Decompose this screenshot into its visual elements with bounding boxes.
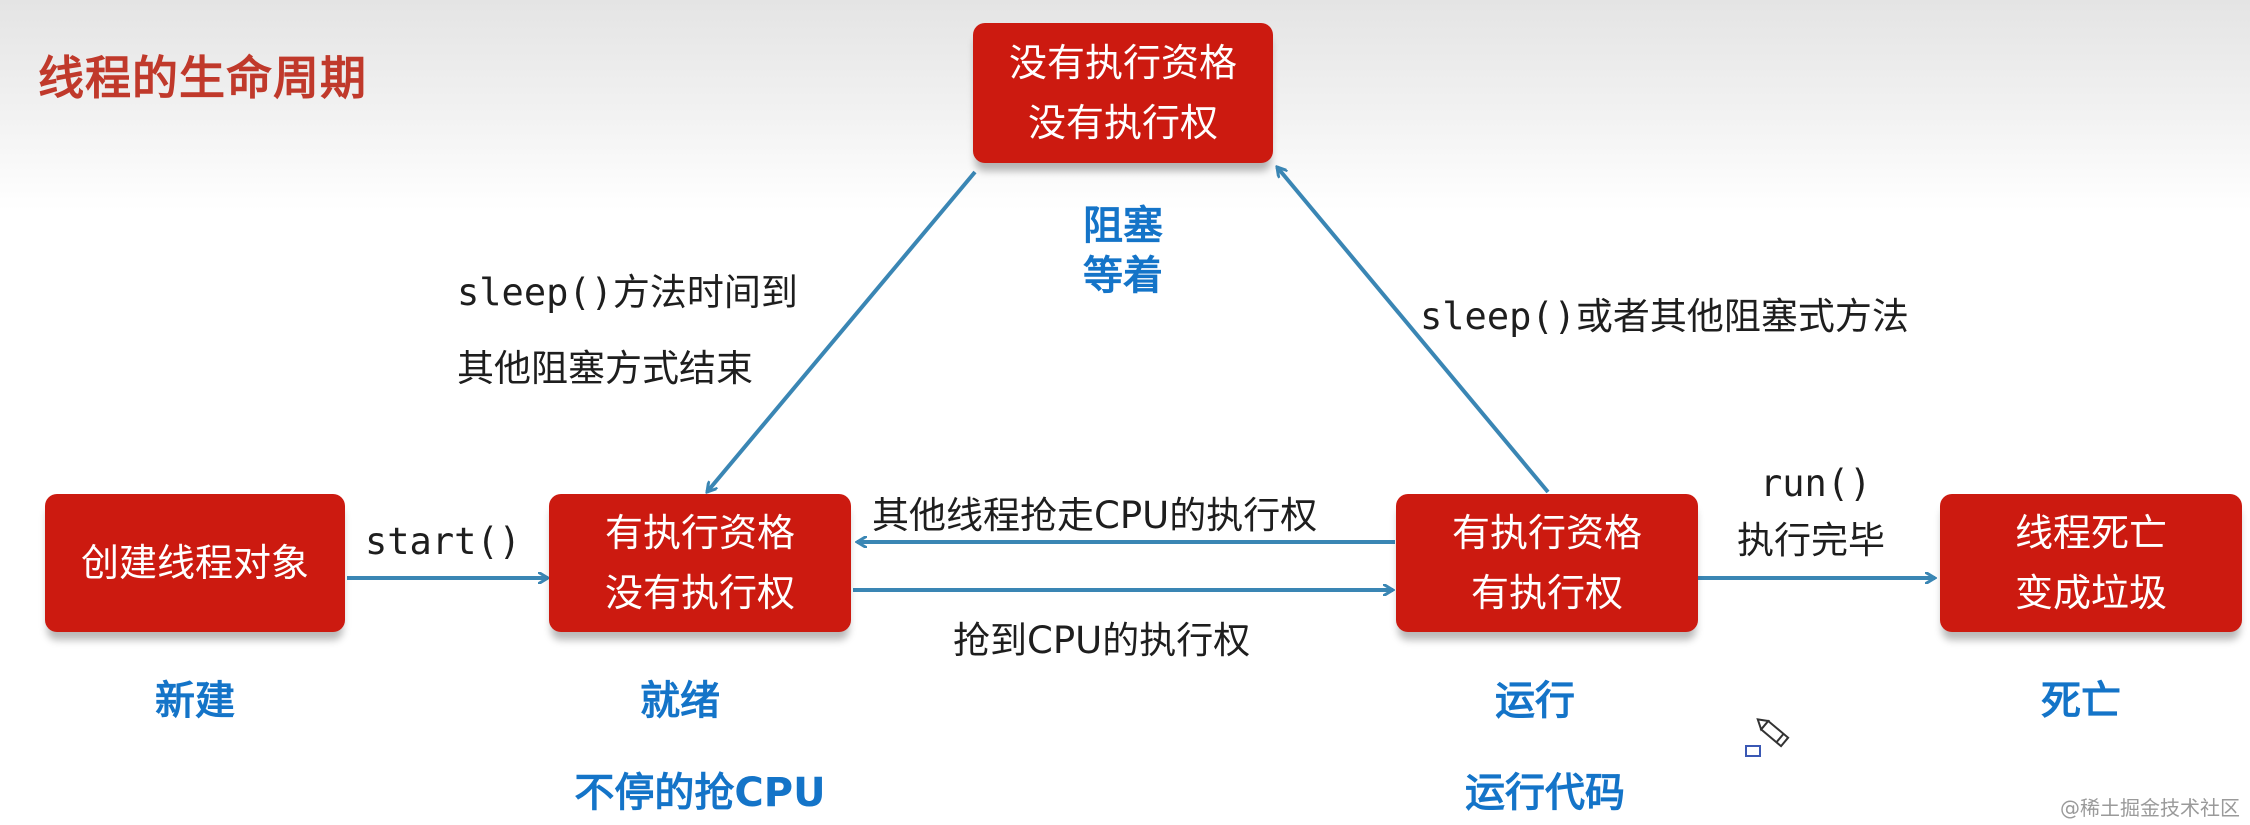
state-box-new: 创建线程对象 bbox=[45, 494, 345, 632]
arrow-running-to-blocked bbox=[1277, 167, 1550, 494]
label-new-to-ready: start() bbox=[365, 520, 521, 563]
state-name-dead: 死亡 bbox=[2041, 678, 2121, 724]
state-box-blocked: 没有执行资格 没有执行权 bbox=[973, 23, 1273, 163]
label-running-to-dead-2: 执行完毕 bbox=[1737, 519, 1885, 562]
state-desc-running: 运行代码 bbox=[1465, 770, 1625, 816]
label-running-to-blocked: sleep()或者其他阻塞式方法 bbox=[1420, 295, 1909, 338]
state-name-running: 运行 bbox=[1495, 678, 1575, 724]
label-blocked-to-ready-2: 其他阻塞方式结束 bbox=[457, 347, 753, 390]
label-blocked-to-ready-1: sleep()方法时间到 bbox=[457, 271, 798, 314]
label-ready-to-running: 抢到CPU的执行权 bbox=[953, 619, 1251, 662]
state-box-running: 有执行资格 有执行权 bbox=[1396, 494, 1698, 632]
state-box-new-line-1: 创建线程对象 bbox=[80, 541, 309, 585]
state-box-ready: 有执行资格 没有执行权 bbox=[549, 494, 851, 632]
state-name-ready: 就绪 bbox=[640, 678, 720, 724]
state-box-blocked-line-1: 没有执行资格 bbox=[1008, 41, 1237, 85]
state-box-dead: 线程死亡 变成垃圾 bbox=[1940, 494, 2242, 632]
page-title: 线程的生命周期 bbox=[38, 51, 367, 105]
state-box-running-line-1: 有执行资格 bbox=[1451, 511, 1642, 555]
state-box-blocked-line-2: 没有执行权 bbox=[1027, 101, 1218, 145]
pencil-cursor-icon bbox=[1745, 718, 1790, 757]
label-running-to-ready: 其他线程抢走CPU的执行权 bbox=[872, 494, 1318, 537]
state-box-dead-line-1: 线程死亡 bbox=[2014, 511, 2167, 555]
state-box-dead-line-2: 变成垃圾 bbox=[2014, 571, 2167, 615]
state-name-new: 新建 bbox=[155, 678, 235, 724]
label-running-to-dead-1: run() bbox=[1760, 462, 1872, 505]
watermark: @稀土掘金技术社区 bbox=[2060, 796, 2240, 820]
state-box-running-line-2: 有执行权 bbox=[1470, 571, 1623, 615]
state-box-ready-line-1: 有执行资格 bbox=[604, 511, 795, 555]
state-desc-blocked: 等着 bbox=[1083, 253, 1163, 299]
state-desc-ready: 不停的抢CPU bbox=[574, 770, 826, 816]
arrow-blocked-to-ready bbox=[707, 170, 977, 492]
state-name-blocked: 阻塞 bbox=[1083, 203, 1163, 249]
state-box-ready-line-2: 没有执行权 bbox=[604, 571, 795, 615]
